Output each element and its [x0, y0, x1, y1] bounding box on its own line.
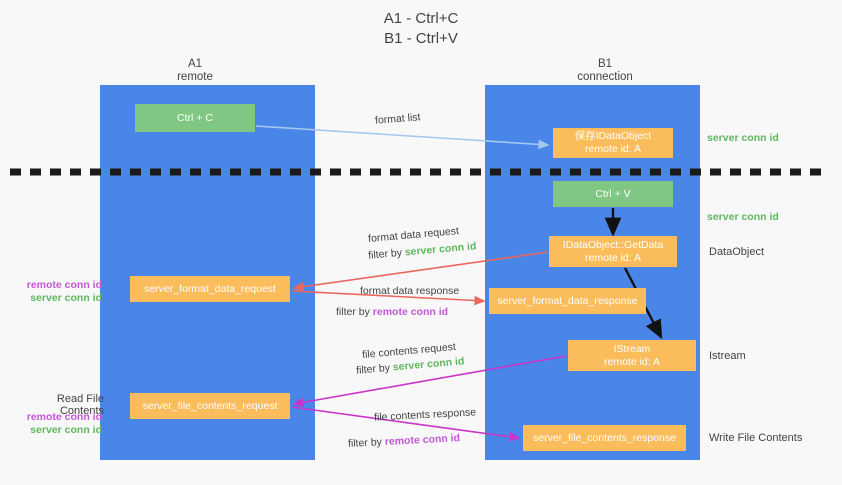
box-server-file-contents-request-label: server_file_contents_request — [142, 399, 278, 412]
label-right-server-conn-id-1: server conn id — [707, 132, 779, 144]
label-left-server-conn-id-1: server conn id — [30, 292, 102, 304]
box-server-format-data-response-label: server_format_data_response — [497, 294, 638, 307]
phase-divider — [10, 168, 828, 176]
column-b1-name: B1 — [597, 58, 613, 70]
box-save-idataobject-line2: remote id: A — [584, 143, 642, 155]
box-save-idataobject[interactable]: 保存IDataObject remote id: A — [553, 128, 673, 158]
box-istream-line1: IStream — [613, 342, 651, 355]
box-server-format-data-request[interactable]: server_format_data_request — [130, 276, 290, 302]
caption-file-contents-response: file contents response — [373, 406, 477, 424]
box-istream[interactable]: IStream remote id: A — [568, 340, 696, 371]
box-idataobject-getdata[interactable]: IDataObject::GetData remote id: A — [549, 236, 677, 267]
box-getdata-line2: remote id: A — [584, 251, 642, 264]
box-ctrl-v-label: Ctrl + V — [595, 187, 631, 200]
box-server-file-contents-response-label: server_file_contents_response — [532, 431, 676, 444]
column-b1-role: connection — [577, 71, 633, 83]
page-title: A1 - Ctrl+C B1 - Ctrl+V — [0, 9, 842, 49]
label-left-remote-conn-id-1: remote conn id — [26, 279, 102, 291]
label-left-server-conn-id-2: server conn id — [30, 424, 102, 436]
label-right-write-file-contents: Write File Contents — [709, 432, 803, 444]
label-left-read-file-contents: Read File Contents — [56, 393, 104, 417]
caption-format-data-response: format data response — [360, 285, 460, 297]
box-ctrl-v[interactable]: Ctrl + V — [553, 181, 673, 207]
box-getdata-line1: IDataObject::GetData — [562, 238, 664, 251]
box-server-file-contents-response[interactable]: server_file_contents_response — [523, 425, 686, 451]
label-left-remote-conn-id-2: remote conn id — [26, 411, 102, 423]
column-a1-role: remote — [177, 71, 213, 83]
caption-format-data-response-filter: filter by remote conn id — [336, 305, 448, 319]
remote-conn-id-2: remote conn id — [384, 432, 461, 448]
caption-file-contents-response-filter: filter by remote conn id — [348, 431, 461, 451]
box-server-format-data-response[interactable]: server_format_data_response — [489, 288, 646, 314]
remote-conn-id-1: remote conn id — [372, 306, 449, 318]
filter-by-label-2: filter by — [336, 306, 373, 318]
label-left-conn-ids-2: remote conn id server conn id — [10, 411, 102, 437]
label-right-server-conn-id-2: server conn id — [707, 211, 779, 223]
title-line-1: A1 - Ctrl+C — [383, 10, 459, 27]
column-a1-name: A1 — [187, 58, 203, 70]
box-server-format-data-request-label: server_format_data_request — [144, 282, 276, 295]
server-conn-id-1: server conn id — [404, 240, 477, 259]
label-left-conn-ids-1: remote conn id server conn id — [10, 279, 102, 305]
box-server-file-contents-request[interactable]: server_file_contents_request — [130, 393, 290, 419]
label-right-istream: Istream — [709, 350, 746, 362]
box-istream-line2: remote id: A — [603, 355, 661, 368]
title-line-2: B1 - Ctrl+V — [384, 30, 458, 47]
box-ctrl-c[interactable]: Ctrl + C — [135, 104, 255, 132]
column-header-a1: A1 remote — [120, 58, 270, 84]
caption-format-list: format list — [374, 111, 421, 127]
box-save-idataobject-line1: 保存IDataObject — [574, 130, 652, 142]
filter-by-label-1: filter by — [367, 246, 406, 262]
box-ctrl-c-label: Ctrl + C — [177, 111, 213, 124]
column-header-b1: B1 connection — [530, 58, 680, 84]
label-right-dataobject: DataObject — [709, 246, 765, 258]
filter-by-label-4: filter by — [347, 436, 386, 450]
filter-by-label-3: filter by — [355, 361, 394, 377]
